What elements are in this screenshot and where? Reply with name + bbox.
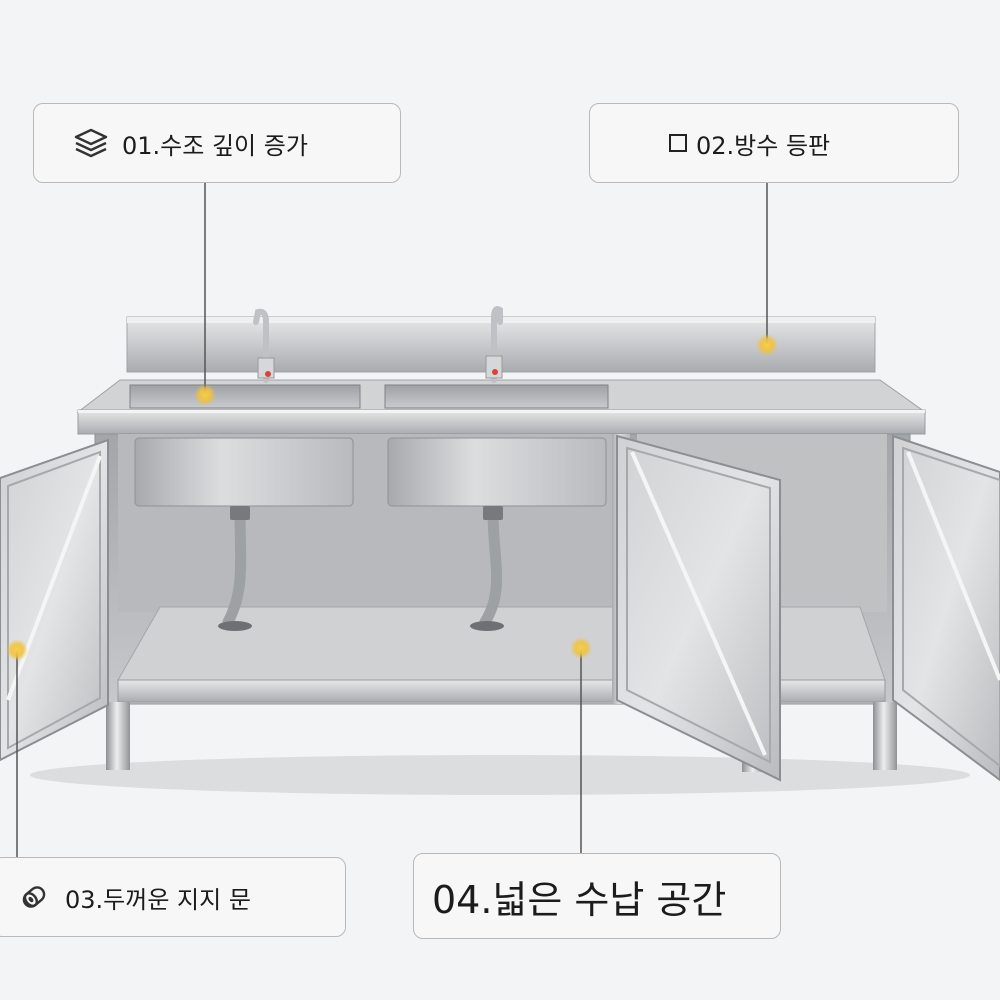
- marker-door: [6, 639, 28, 661]
- layers-icon: [74, 128, 108, 158]
- callout-label: 03.두꺼운 지지 문: [65, 885, 251, 914]
- callout-backsplash: 02.방수 등판: [589, 103, 959, 183]
- callout-label: 02.방수 등판: [696, 131, 831, 160]
- left-door: [0, 438, 109, 762]
- sink-basins: [129, 384, 609, 409]
- middle-door: [616, 434, 781, 782]
- callout-support-door: 03.두꺼운 지지 문: [0, 857, 346, 937]
- callout-sink-depth: 01.수조 깊이 증가: [33, 103, 401, 183]
- callout-storage-space: 04.넓은 수납 공간: [413, 853, 781, 939]
- callout-label: 01.수조 깊이 증가: [122, 131, 308, 160]
- marker-storage: [570, 637, 592, 659]
- marker-backsplash: [756, 334, 778, 356]
- hotspot-markers: [6, 334, 778, 661]
- faucet-right: [485, 306, 503, 383]
- faucet-left: [253, 308, 275, 383]
- pipe-roll-icon: [17, 880, 51, 914]
- right-door: [892, 434, 1000, 782]
- drain-fittings: [218, 506, 504, 631]
- drain-hoses: [222, 506, 503, 628]
- callout-label: 04.넓은 수납 공간: [432, 877, 727, 922]
- square-outline-icon: [668, 133, 688, 153]
- marker-sink-depth: [194, 384, 216, 406]
- basin-tubs: [134, 437, 607, 507]
- leader-lines: [16, 183, 768, 857]
